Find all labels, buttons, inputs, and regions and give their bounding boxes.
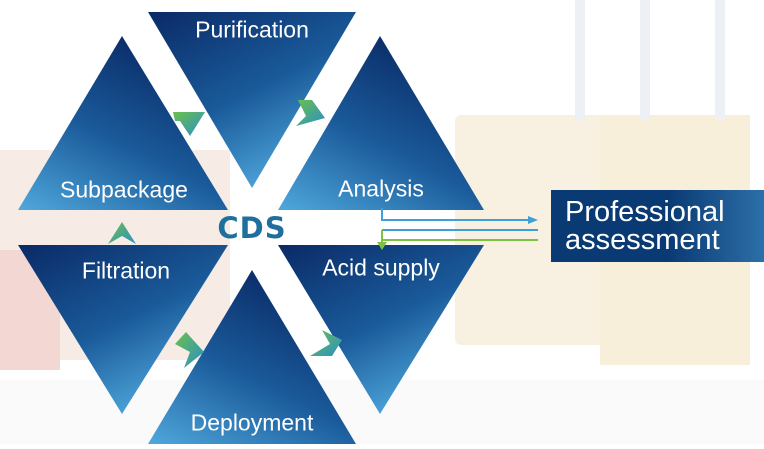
triangle-deployment (148, 270, 356, 444)
step-label-analysis: Analysis (338, 175, 424, 202)
chevron-icon-acid-deployment (310, 330, 342, 356)
center-label: CDS (217, 211, 287, 245)
assessment-line-1: Professional (565, 196, 725, 228)
connector-to-assessment-top (381, 208, 528, 221)
professional-assessment-box: Professional assessment (551, 190, 764, 262)
step-label-deployment: Deployment (190, 409, 314, 436)
triangle-purification (148, 12, 356, 188)
arrow-icon-acid-supply (377, 242, 387, 250)
chevron-icon-purification-analysis (296, 100, 325, 126)
arrow-icon-assessment-top (528, 216, 538, 224)
step-label-subpackage: Subpackage (60, 176, 188, 203)
chevron-icon-subpackage-purification (173, 112, 205, 136)
chevron-icon-filtration-subpackage (108, 222, 136, 244)
triangle-acid-supply (278, 245, 484, 414)
triangle-filtration (18, 245, 228, 414)
step-label-filtration: Filtration (81, 257, 171, 284)
step-label-purification: Purification (195, 16, 309, 43)
assessment-line-2: assessment (565, 224, 720, 256)
chevron-icon-deployment-filtration (175, 332, 204, 368)
triangle-analysis (278, 36, 484, 210)
step-label-acid-supply: Acid supply (322, 254, 440, 281)
triangle-subpackage (18, 36, 228, 210)
connector-lines (377, 208, 538, 250)
